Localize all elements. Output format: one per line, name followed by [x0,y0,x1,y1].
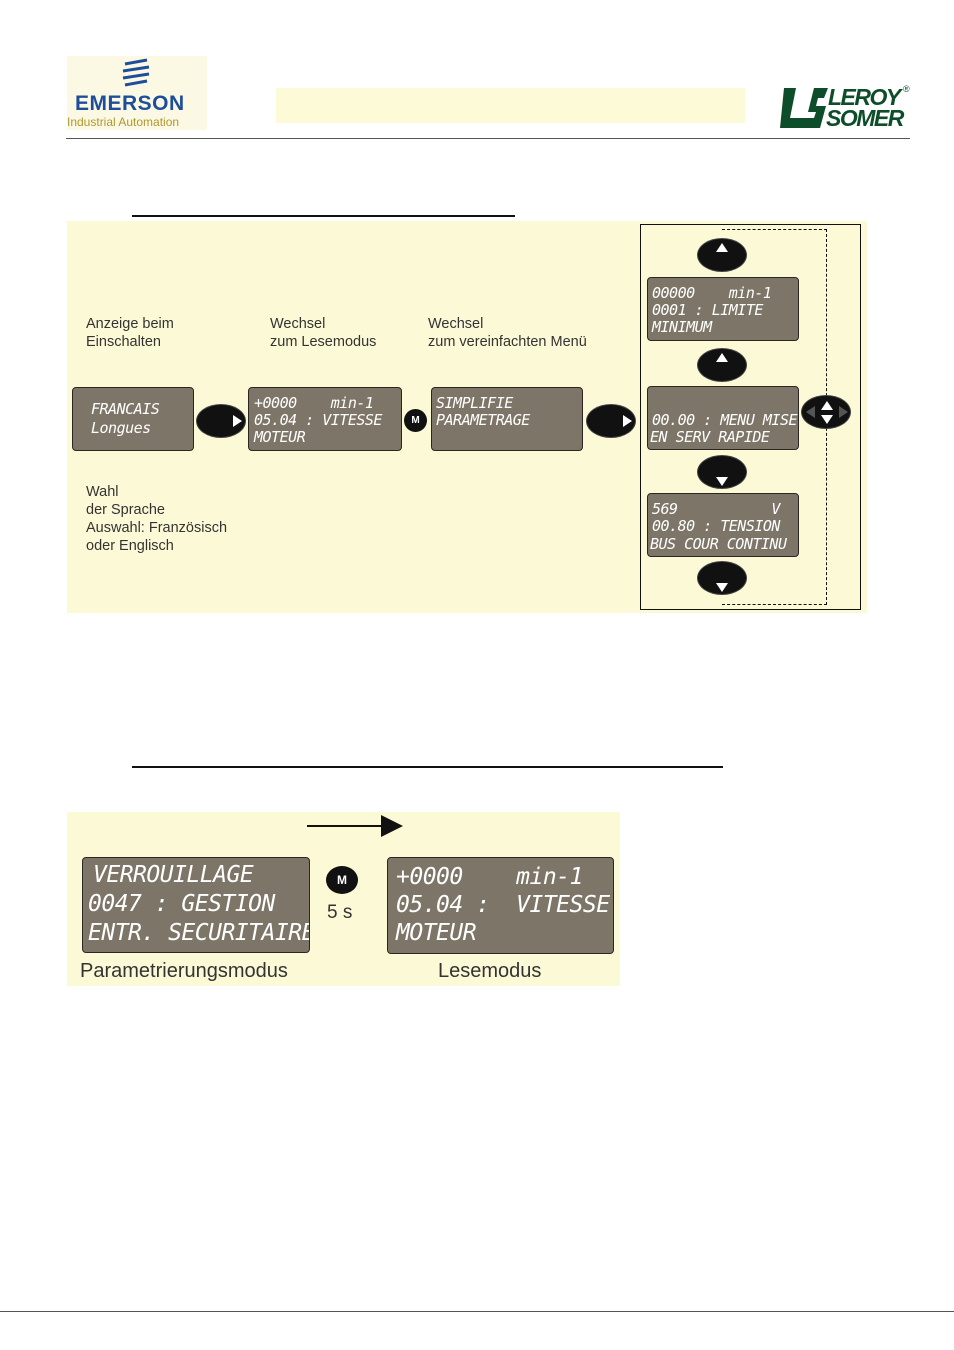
arrow-up-icon [716,353,728,362]
right-arrow-button[interactable] [196,404,246,438]
down-arrow-button-2[interactable] [697,561,747,595]
leroy-somer-logo: LEROY SOMER ® [778,84,912,134]
ls-emblem-icon [780,88,828,128]
lcd-language-select: FRANCAIS Longues [72,387,194,451]
arrow-down-icon [716,477,728,486]
transition-arrow-line [307,825,389,827]
lcd-read-mode: +0000 min-1 05.04 : VITESSE MOTEUR [248,387,402,451]
lcd-dc-bus-voltage: 569 V 00.80 : TENSION BUS COUR CONTINU [647,493,799,557]
somer-wordmark: SOMER [826,105,904,131]
label-language-choice: Wahl der Sprache Auswahl: Französisch od… [86,484,228,554]
lcd-simplified-menu: SIMPLIFIE PARAMETRAGE [431,387,583,451]
label-power-on: Anzeige beim Einschalten [86,316,174,350]
lcd-limit-minimum: 00000 min-1 0001 : LIMITE MINIMUM [647,277,799,341]
header-title-band [276,88,745,123]
leroy-wordmark: LEROY [828,84,901,110]
down-arrow-button[interactable] [697,455,747,489]
lcd-read-mode-large: +0000 min-1 05.04 : VITESSE MOTEUR [387,857,614,954]
section1-heading-underline [132,215,515,217]
footer-divider [0,1311,954,1312]
label-to-read-mode: Wechsel zum Lesemodus [270,316,377,350]
arrow-right-icon [233,415,242,427]
parameter-navigation-frame [640,224,861,610]
arrow-right-icon [839,406,848,418]
label-to-simple-menu: Wechsel zum vereinfachten Menü [428,316,587,350]
arrow-down-icon [821,415,833,424]
emerson-wordmark: EMERSON [75,92,185,115]
emerson-logo: EMERSON Industrial Automation [67,56,207,130]
section2-heading-underline [132,766,723,768]
up-arrow-button[interactable] [697,238,747,272]
arrow-up-icon [821,401,833,410]
m-button-lock[interactable]: M [326,866,358,894]
up-arrow-button-2[interactable] [697,348,747,382]
up-down-arrow-button[interactable] [801,395,851,429]
emerson-emblem-icon [122,58,150,87]
right-arrow-button-2[interactable] [586,404,636,438]
arrow-left-icon [806,406,815,418]
lcd-quick-setup-menu: 00.00 : MENU MISE EN SERV RAPIDE [647,386,799,450]
caption-param-mode: Parametrierungsmodus [80,960,288,982]
arrow-down-icon [716,583,728,592]
m-button[interactable]: M [404,409,427,432]
transition-arrow-icon [381,815,403,837]
arrow-right-icon [623,415,632,427]
caption-read-mode: Lesemodus [438,960,542,982]
hold-duration-label: 5 s [327,902,353,923]
registered-mark: ® [903,84,910,94]
arrow-up-icon [716,243,728,252]
header-divider [66,138,910,139]
emerson-subtitle: Industrial Automation [67,115,180,129]
lcd-lock-screen: VERROUILLAGE 0047 : GESTION ENTR. SECURI… [82,857,310,953]
